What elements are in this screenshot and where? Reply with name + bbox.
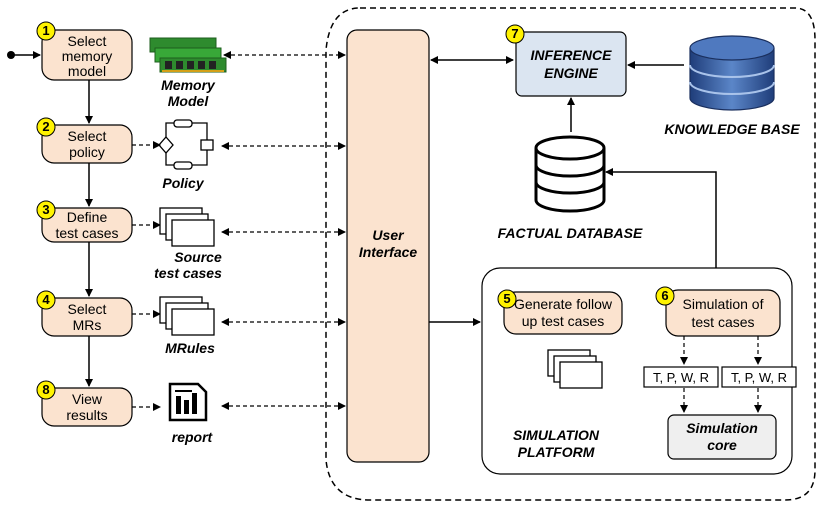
inference-engine-label-2: ENGINE: [544, 65, 598, 81]
param-box-right: T, P, W, R: [721, 366, 797, 388]
knowledge-base-icon: [689, 35, 775, 111]
step-1-number: 1: [42, 23, 49, 38]
step-2-number: 2: [42, 119, 49, 134]
step-3-line1: Define: [67, 209, 108, 225]
mrules-icon: [159, 296, 215, 336]
step-1-line3: model: [68, 63, 106, 79]
source-test-cases-icon: [159, 207, 215, 247]
factual-database-icon: [534, 135, 606, 213]
simulation-of-test-cases-box[interactable]: Simulation of test cases: [665, 289, 781, 337]
step-8-box[interactable]: View results: [41, 387, 133, 427]
simulation-badge: 6: [655, 286, 675, 306]
step-4-line1: Select: [68, 301, 107, 317]
policy-icon: [158, 119, 214, 170]
step-3-number: 3: [42, 202, 49, 217]
report-icon: [168, 382, 208, 422]
simulation-core-label-2: core: [707, 437, 737, 453]
inference-engine-number: 7: [511, 26, 518, 41]
report-label: report: [172, 429, 214, 445]
simulation-core-label-1: Simulation: [686, 420, 758, 436]
step-4-line2: MRs: [73, 317, 102, 333]
simulation-label-1: Simulation of: [683, 296, 764, 312]
generate-label-1: Generate follow: [514, 296, 613, 312]
generate-label-2: up test cases: [522, 313, 605, 329]
source-test-cases-label-1: Source: [174, 249, 222, 265]
step-8-line2: results: [66, 407, 107, 423]
artifact-ui-arrows: [221, 51, 346, 410]
step-2-box[interactable]: Select policy: [41, 124, 133, 164]
simulation-label-2: test cases: [691, 314, 754, 330]
step-8-badge: 8: [36, 380, 56, 400]
simulation-platform-label-1: SIMULATION: [513, 427, 600, 443]
simulation-number: 6: [661, 288, 668, 303]
inference-engine-label-1: INFERENCE: [531, 47, 613, 63]
memory-model-label-1: Memory: [161, 77, 216, 93]
simulation-param-arrows: [680, 336, 762, 413]
step-1-line1: Select: [68, 33, 107, 49]
knowledge-base-label: KNOWLEDGE BASE: [664, 121, 800, 137]
memory-model-label-2: Model: [168, 93, 210, 109]
inference-engine-box[interactable]: INFERENCE ENGINE: [515, 31, 627, 97]
policy-label: Policy: [162, 175, 204, 191]
user-interface-label-1: User: [372, 227, 405, 243]
system-boundary: [325, 7, 816, 501]
simulation-platform-label-2: PLATFORM: [518, 444, 595, 460]
step-4-badge: 4: [36, 290, 56, 310]
step-8-number: 8: [42, 382, 49, 397]
param-box-left-text: T, P, W, R: [653, 370, 709, 385]
factual-database-label: FACTUAL DATABASE: [498, 225, 643, 241]
step-1-line2: memory: [62, 48, 113, 64]
step-2-badge: 2: [36, 117, 56, 137]
step-1-box[interactable]: Select memory model: [41, 29, 133, 81]
step-2-line2: policy: [69, 144, 105, 160]
inference-engine-badge: 7: [505, 24, 525, 44]
step-4-box[interactable]: Select MRs: [41, 297, 133, 337]
step-3-box[interactable]: Define test cases: [41, 207, 133, 243]
followup-test-cases-icon: [547, 349, 603, 389]
param-box-left: T, P, W, R: [643, 366, 719, 388]
param-box-right-text: T, P, W, R: [731, 370, 787, 385]
generate-number: 5: [503, 291, 510, 306]
step-to-artifact-arrows: [132, 141, 161, 411]
source-test-cases-label-2: test cases: [154, 265, 222, 281]
platform-db-arrow: [605, 168, 717, 268]
mrules-label: MRules: [165, 340, 215, 356]
step-4-number: 4: [42, 292, 50, 307]
generate-badge: 5: [497, 289, 517, 309]
generate-followup-box[interactable]: Generate follow up test cases: [503, 291, 623, 335]
memory-module-icon: [149, 37, 227, 73]
step-2-line1: Select: [68, 128, 107, 144]
step-8-line1: View: [72, 391, 103, 407]
step-1-badge: 1: [36, 21, 56, 41]
step-3-badge: 3: [36, 200, 56, 220]
simulation-core-box[interactable]: Simulation core: [667, 414, 777, 460]
user-interface-label-2: Interface: [359, 244, 418, 260]
user-interface-panel[interactable]: User Interface: [346, 29, 430, 463]
step-3-line2: test cases: [55, 225, 118, 241]
